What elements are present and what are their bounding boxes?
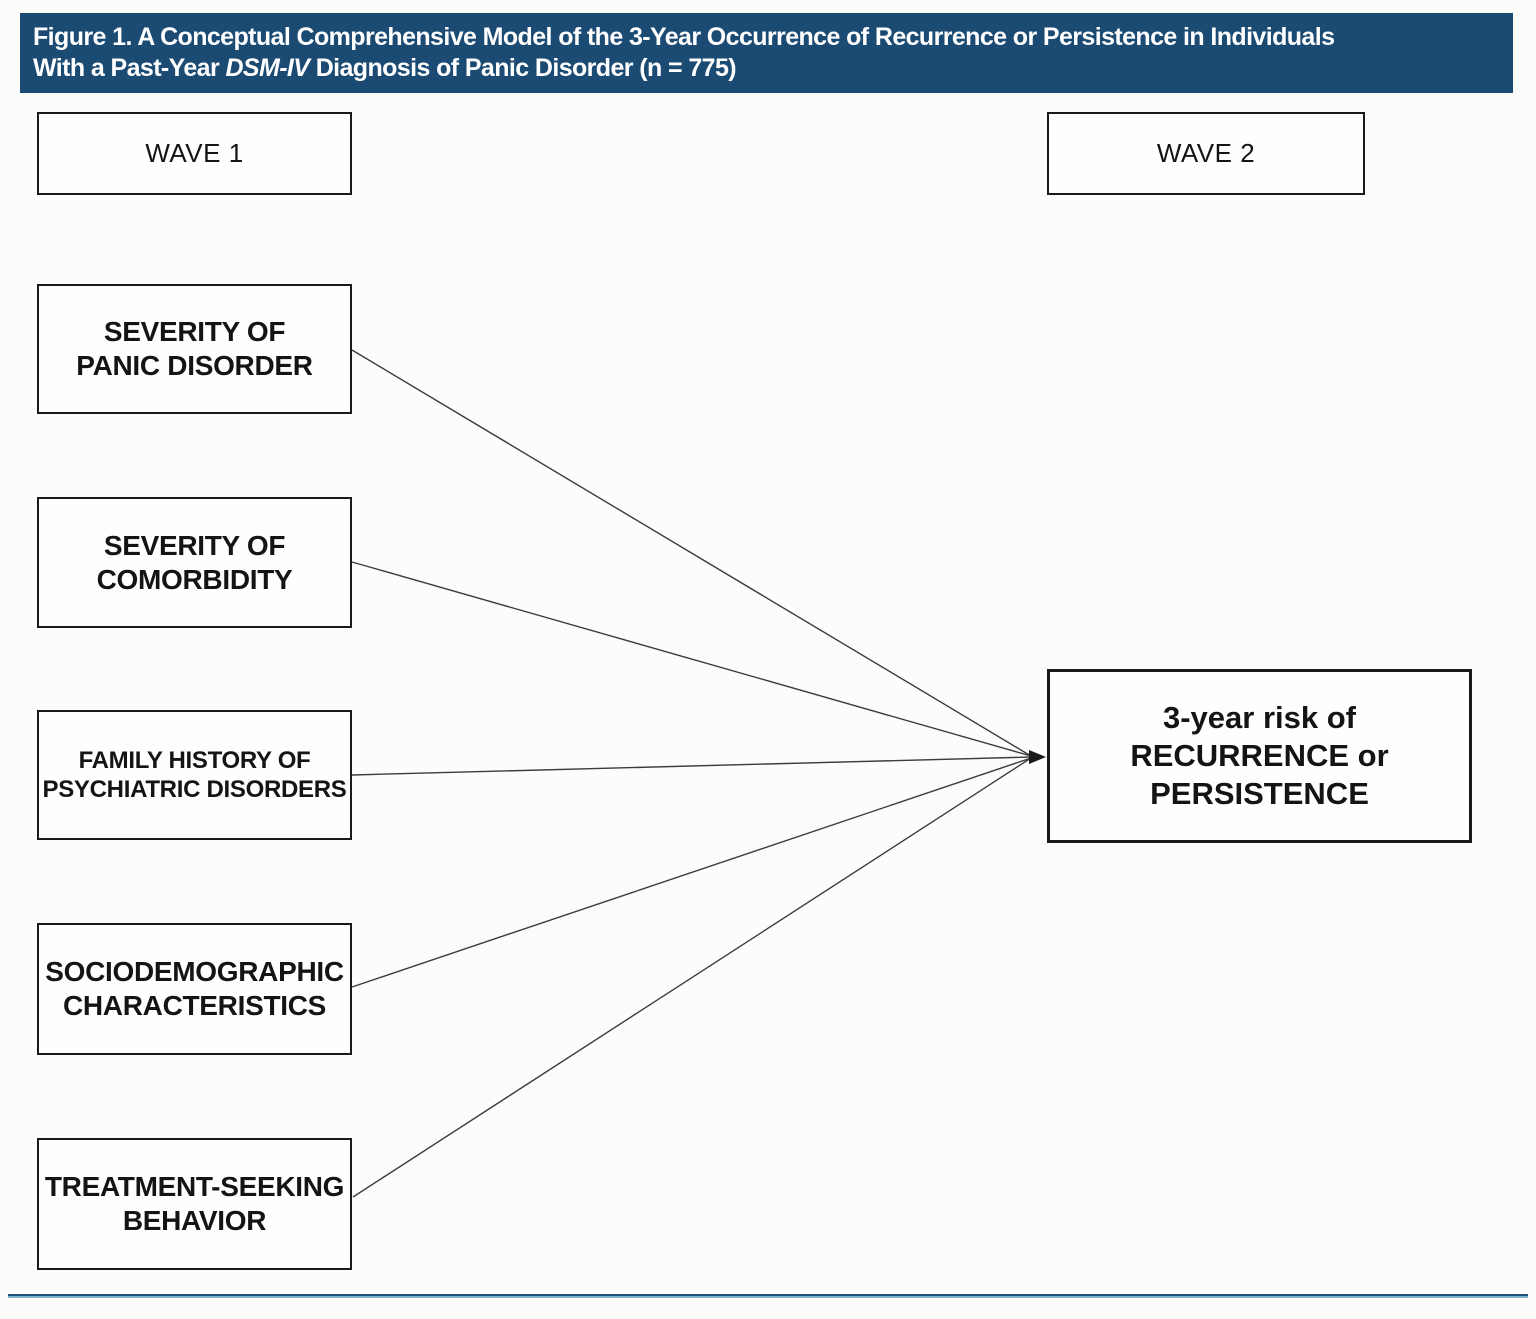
wave2-label-box: WAVE 2 — [1047, 112, 1365, 195]
connector-sociodemographic — [351, 757, 1032, 988]
connector-severity-panic — [351, 349, 1032, 757]
predictor-box-severity-of-comorbidity: SEVERITY OF COMORBIDITY — [37, 497, 352, 628]
predictor-label: SOCIODEMOGRAPHIC CHARACTERISTICS — [45, 956, 344, 1021]
caption-line2-prefix: With a Past-Year — [33, 54, 226, 82]
wave1-label-box: WAVE 1 — [37, 112, 352, 195]
figure-caption-line2: With a Past-Year DSM-IV Diagnosis of Pan… — [33, 53, 1513, 84]
bottom-divider-rule — [8, 1294, 1528, 1298]
predictor-label: SEVERITY OF PANIC DISORDER — [76, 316, 313, 381]
predictor-label: FAMILY HISTORY OF PSYCHIATRIC DISORDERS — [42, 747, 347, 803]
figure-caption-line1: Figure 1. A Conceptual Comprehensive Mod… — [33, 23, 1335, 51]
wave2-label: WAVE 2 — [1156, 138, 1256, 168]
predictor-label: TREATMENT-SEEKING BEHAVIOR — [44, 1171, 345, 1236]
predictor-box-family-history: FAMILY HISTORY OF PSYCHIATRIC DISORDERS — [37, 710, 352, 840]
arrowhead-icon — [1029, 750, 1046, 764]
predictor-box-treatment-seeking: TREATMENT-SEEKING BEHAVIOR — [37, 1138, 352, 1270]
connector-treatment-seeking — [352, 757, 1032, 1198]
connector-severity-comorbidity — [351, 561, 1032, 757]
predictor-box-severity-of-panic-disorder: SEVERITY OF PANIC DISORDER — [37, 284, 352, 414]
wave1-label: WAVE 1 — [145, 138, 244, 168]
outcome-label: 3-year risk of RECURRENCE or PERSISTENCE — [1130, 700, 1389, 811]
caption-dsm-iv-italic: DSM-IV — [225, 54, 310, 82]
caption-line2-suffix: Diagnosis of Panic Disorder (n = 775) — [309, 54, 737, 82]
connector-family-history — [351, 756, 1032, 776]
predictor-box-sociodemographic: SOCIODEMOGRAPHIC CHARACTERISTICS — [37, 923, 352, 1055]
predictor-label: SEVERITY OF COMORBIDITY — [96, 529, 293, 595]
figure-caption-banner: Figure 1. A Conceptual Comprehensive Mod… — [20, 13, 1513, 93]
outcome-box-3-year-risk: 3-year risk of RECURRENCE or PERSISTENCE — [1047, 669, 1472, 843]
